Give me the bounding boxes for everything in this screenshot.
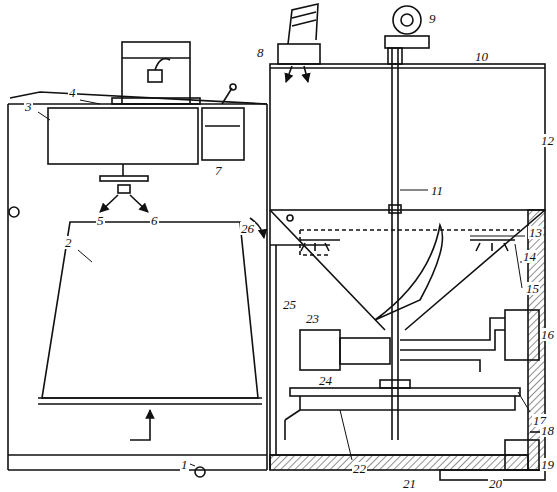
- callout-number: 11: [430, 184, 444, 197]
- callout-number: 25: [282, 298, 297, 311]
- callout-number: 12: [540, 134, 555, 147]
- callout-number: 19: [540, 458, 555, 471]
- callout-number: 21: [402, 477, 417, 490]
- callout-number: 20: [488, 477, 503, 490]
- callout-number: 8: [256, 46, 265, 59]
- callout-number: 15: [525, 282, 540, 295]
- callout-number: 4: [68, 86, 77, 99]
- callout-number: 18: [540, 424, 555, 437]
- callout-number: 2: [64, 236, 73, 249]
- callout-number: 22: [352, 462, 367, 475]
- callout-number: 5: [96, 214, 105, 227]
- callout-number: 10: [474, 50, 489, 63]
- callout-number: 7: [214, 164, 223, 177]
- callout-number: 14: [522, 250, 537, 263]
- callout-number: 26: [240, 222, 255, 235]
- callout-number: 13: [528, 226, 543, 239]
- callout-number: 9: [428, 12, 437, 25]
- callout-number: 23: [305, 312, 320, 325]
- callout-number: 6: [150, 214, 159, 227]
- callout-number: 16: [540, 328, 555, 341]
- callout-number: 1: [180, 458, 189, 471]
- callout-number: 3: [24, 100, 33, 113]
- leader-lines: [38, 100, 536, 466]
- callout-number: 24: [318, 374, 333, 387]
- right-tank: [250, 4, 548, 480]
- left-tank: [8, 42, 267, 477]
